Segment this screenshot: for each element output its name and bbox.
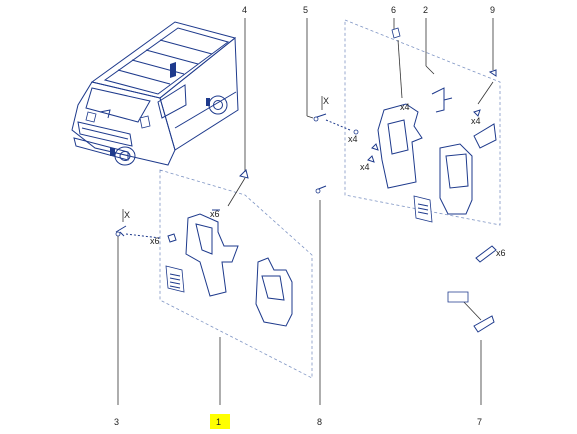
callouts: 1 2 3 4 5 6 7 8 9: [114, 5, 495, 429]
callout-1-highlight: [210, 414, 230, 429]
rivet-set-7: x6: [447, 245, 506, 333]
screw-set-3: X x6: [115, 209, 177, 246]
callout-4[interactable]: 4: [242, 5, 247, 15]
qty-x6-right: x6: [496, 248, 506, 258]
qty-x4-d: x4: [471, 116, 481, 126]
mudflap-front: [185, 213, 239, 297]
instruction-booklet-1: [165, 265, 185, 293]
rear-mudflap-marker: [206, 98, 210, 106]
kit-2-contents: X x4 x4 x4 x4 x6: [313, 27, 506, 333]
mudflap-large-rear: [439, 143, 473, 215]
instruction-booklet-2: [413, 195, 433, 223]
callout-7[interactable]: 7: [477, 417, 482, 427]
qty-x4-c: x4: [400, 102, 410, 112]
kit-1-contents: X x6 x6: [115, 169, 293, 327]
van-illustration: [71, 21, 239, 166]
front-wheel: [114, 146, 136, 166]
callout-3[interactable]: 3: [114, 417, 119, 427]
bracket-upper: [431, 87, 453, 113]
callout-8[interactable]: 8: [317, 417, 322, 427]
qty-x4-b: x4: [360, 162, 370, 172]
roof-rack: [103, 27, 230, 95]
screw-set-4: x6: [210, 169, 249, 219]
axis-mark-x-left: X: [124, 210, 130, 220]
screw-set-8: [315, 185, 327, 194]
qty-x4-a: x4: [348, 134, 358, 144]
leader-lines: [117, 18, 494, 405]
callout-1[interactable]: 1: [216, 417, 221, 427]
qty-x6-mid: x6: [210, 209, 220, 219]
bracket-lower: [473, 123, 497, 149]
callout-9[interactable]: 9: [490, 5, 495, 15]
axis-mark-x-right: X: [323, 96, 329, 106]
callout-6[interactable]: 6: [391, 5, 396, 15]
callout-2[interactable]: 2: [423, 5, 428, 15]
front-mudflap-marker: [110, 148, 115, 156]
callout-5[interactable]: 5: [303, 5, 308, 15]
mudflap-large-front: [377, 103, 423, 189]
screw-set-5: X x4 x4 x4 x4: [313, 69, 497, 172]
kit-1-boundary: [159, 169, 313, 379]
clip-6: [391, 27, 401, 39]
kit-2-boundary: [344, 19, 501, 226]
qty-x6-left: x6: [150, 236, 160, 246]
mudflap-rear: [255, 257, 293, 327]
